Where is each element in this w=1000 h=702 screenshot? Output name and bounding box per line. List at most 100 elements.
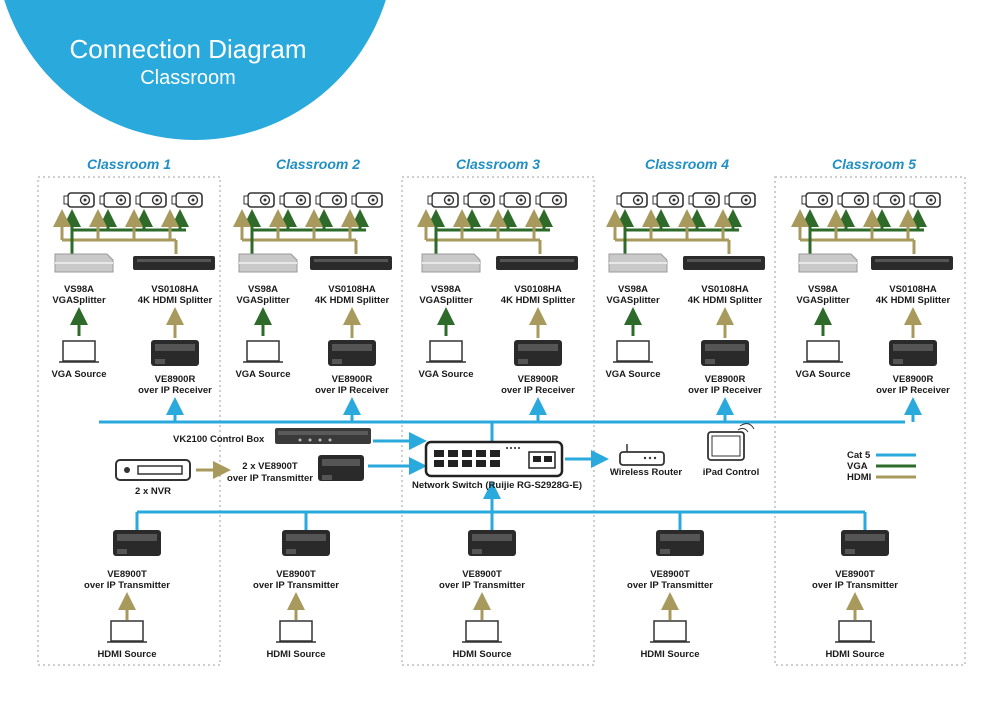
switch-port xyxy=(448,450,458,457)
hdmi-source-laptop-icon xyxy=(653,620,687,642)
hdmi-source-label: HDMI Source xyxy=(452,649,511,660)
hdmi-splitter-model: VS0108HA xyxy=(514,284,562,295)
projector-feed-lines xyxy=(233,209,369,254)
vga-splitter-model: VS98A xyxy=(618,284,648,295)
vga-splitter-type: VGASplitter xyxy=(419,295,473,306)
vga-splitter-type: VGASplitter xyxy=(236,295,290,306)
receiver-model: VE8900R xyxy=(155,374,196,385)
hdmi-source-laptop-icon xyxy=(465,620,499,642)
hdmi-source-laptop-icon xyxy=(279,620,313,642)
hdmi-source-laptop-icon xyxy=(110,620,144,642)
vga-source-laptop-icon xyxy=(806,340,840,362)
hdmi-splitter-type: 4K HDMI Splitter xyxy=(315,295,390,306)
control-box-label: VK2100 Control Box xyxy=(173,434,265,445)
switch-port xyxy=(490,460,500,467)
legend-label: Cat 5 xyxy=(847,450,871,461)
transmitter-model: VE8900T xyxy=(276,569,316,580)
vga-splitter-type: VGASplitter xyxy=(796,295,850,306)
projector-feed-lines xyxy=(53,209,189,254)
receiver-model: VE8900R xyxy=(518,374,559,385)
vga-splitter-model: VS98A xyxy=(431,284,461,295)
vga-source-label: VGA Source xyxy=(235,369,290,380)
classroom-title: Classroom 2 xyxy=(276,156,360,172)
vga-source-laptop-icon xyxy=(246,340,280,362)
receiver-model: VE8900R xyxy=(705,374,746,385)
classroom-title: Classroom 4 xyxy=(645,156,729,172)
vga-splitter-type: VGASplitter xyxy=(52,295,106,306)
hdmi-splitter-type: 4K HDMI Splitter xyxy=(138,295,213,306)
projector-feed-lines xyxy=(417,209,553,254)
diagram-subtitle: Classroom xyxy=(140,67,236,89)
hdmi-splitter-device xyxy=(133,256,215,270)
transmitter-type: over IP Transmitter xyxy=(84,580,170,591)
network-switch-device xyxy=(424,440,564,478)
receiver-model: VE8900R xyxy=(893,374,934,385)
transmitter-model: VE8900T xyxy=(650,569,690,580)
header-blob xyxy=(4,0,386,140)
hdmi-splitter-type: 4K HDMI Splitter xyxy=(688,295,763,306)
diagram-title: Connection Diagram xyxy=(69,34,306,64)
receiver-type: over IP Receiver xyxy=(876,385,950,396)
center-transmitter-line1: 2 x VE8900T xyxy=(242,461,298,472)
switch-port xyxy=(462,460,472,467)
hdmi-splitter-device xyxy=(496,256,578,270)
center-transmitter-line2: over IP Transmitter xyxy=(227,473,313,484)
vga-source-label: VGA Source xyxy=(51,369,106,380)
vga-source-label: VGA Source xyxy=(605,369,660,380)
legend-label: HDMI xyxy=(847,472,871,483)
nvr-label: 2 x NVR xyxy=(135,486,171,497)
receiver-type: over IP Receiver xyxy=(315,385,389,396)
receiver-type: over IP Receiver xyxy=(138,385,212,396)
hdmi-splitter-model: VS0108HA xyxy=(328,284,376,295)
transmitter-model: VE8900T xyxy=(107,569,147,580)
switch-port xyxy=(476,460,486,467)
switch-port xyxy=(476,450,486,457)
transmitter-type: over IP Transmitter xyxy=(253,580,339,591)
switch-port xyxy=(434,460,444,467)
legend-label: VGA xyxy=(847,461,868,472)
vga-splitter-model: VS98A xyxy=(808,284,838,295)
vga-source-laptop-icon xyxy=(429,340,463,362)
hdmi-splitter-model: VS0108HA xyxy=(701,284,749,295)
hdmi-splitter-model: VS0108HA xyxy=(151,284,199,295)
wireless-router-device xyxy=(619,444,665,466)
nvr-device xyxy=(115,459,191,481)
projector-feed-lines xyxy=(606,209,742,254)
transmitter-type: over IP Transmitter xyxy=(812,580,898,591)
switch-label: Network Switch (Ruijie RG-S2928G-E) xyxy=(412,480,582,491)
receiver-type: over IP Receiver xyxy=(688,385,762,396)
vga-splitter-model: VS98A xyxy=(248,284,278,295)
hdmi-splitter-device xyxy=(310,256,392,270)
projector-feed-lines xyxy=(791,209,927,254)
switch-port xyxy=(448,460,458,467)
classroom-title: Classroom 5 xyxy=(832,156,916,172)
vga-source-label: VGA Source xyxy=(418,369,473,380)
hdmi-source-laptop-icon xyxy=(838,620,872,642)
switch-port xyxy=(434,450,444,457)
receiver-model: VE8900R xyxy=(332,374,373,385)
receiver-type: over IP Receiver xyxy=(501,385,575,396)
hdmi-splitter-type: 4K HDMI Splitter xyxy=(501,295,576,306)
switch-port xyxy=(462,450,472,457)
router-label: Wireless Router xyxy=(610,467,683,478)
hdmi-splitter-type: 4K HDMI Splitter xyxy=(876,295,951,306)
transmitter-model: VE8900T xyxy=(835,569,875,580)
control-box-device xyxy=(275,428,371,444)
hdmi-source-label: HDMI Source xyxy=(640,649,699,660)
classroom-title: Classroom 1 xyxy=(87,156,171,172)
vga-source-laptop-icon xyxy=(616,340,650,362)
classroom-title: Classroom 3 xyxy=(456,156,540,172)
vga-splitter-type: VGASplitter xyxy=(606,295,660,306)
hdmi-splitter-model: VS0108HA xyxy=(889,284,937,295)
vga-source-laptop-icon xyxy=(62,340,96,362)
transmitter-type: over IP Transmitter xyxy=(439,580,525,591)
hdmi-source-label: HDMI Source xyxy=(97,649,156,660)
vga-source-label: VGA Source xyxy=(795,369,850,380)
center-transmitter-device xyxy=(318,455,364,481)
